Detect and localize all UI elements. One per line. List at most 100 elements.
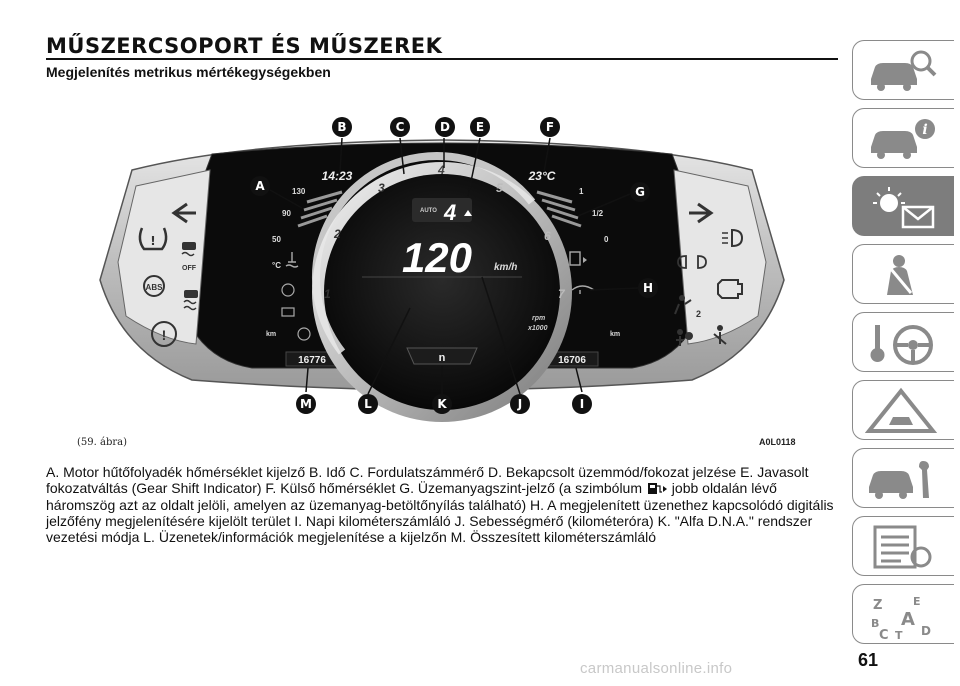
speed-readout: 120 [402, 234, 472, 281]
callout-H: H [643, 281, 653, 295]
rpm-tick-5: 5 [496, 181, 503, 195]
tab-letter-a: A [901, 609, 915, 630]
title-divider [46, 58, 838, 60]
fuel-bars [536, 190, 582, 228]
instrument-cluster-illustration: ! OFF ABS ! 2 14:2 [99, 117, 785, 422]
chapter-tab-4[interactable] [852, 244, 954, 304]
chapter-tab-9[interactable]: Z E B A C T D [852, 584, 954, 644]
car-info-icon: i [871, 119, 935, 159]
car-search-icon [871, 50, 937, 91]
dpf-display-icon [281, 307, 295, 317]
abs-label: ABS [146, 283, 164, 292]
figure-caption: (59. ábra) [77, 437, 127, 448]
svg-text:i: i [922, 122, 927, 138]
engine-check-icon [717, 279, 743, 299]
dna-mode-readout: n [439, 352, 446, 364]
car-wrench-icon [869, 461, 929, 499]
temp-tick-90: 90 [282, 209, 291, 218]
brake-warning-icon: ! [151, 321, 177, 347]
rpm-multiplier: x1000 [527, 325, 548, 332]
airbag-warning-icon [676, 329, 693, 346]
right-turn-signal-icon [689, 202, 714, 224]
seat-belt-icon [713, 325, 727, 345]
rpm-sweep-arc [311, 151, 536, 355]
gear-number: 4 [443, 200, 456, 225]
rpm-tick-4: 4 [437, 163, 445, 177]
callout-leaders [269, 137, 639, 395]
clock-readout: 14:23 [322, 169, 353, 183]
coolant-display-icon [285, 252, 299, 268]
km-unit-left: km [266, 331, 276, 338]
spec-list-icon [873, 525, 932, 569]
speed-unit: km/h [494, 262, 517, 273]
rpm-tick-1: 1 [324, 287, 331, 301]
chapter-tab-3[interactable] [852, 176, 954, 236]
fuel-tick-half: 1/2 [592, 209, 604, 218]
chapter-tab-8[interactable] [852, 516, 954, 576]
fuel-tick-full: 1 [579, 187, 584, 196]
rpm-tick-3: 3 [378, 181, 385, 195]
rpm-tick-7: 7 [558, 287, 566, 301]
seat-belt-person-icon [887, 255, 913, 295]
chapter-tab-1[interactable] [852, 40, 954, 100]
tab-letter-t: T [895, 629, 903, 639]
callout-I: I [580, 397, 584, 411]
steering-key-icon [870, 325, 933, 365]
callout-C: C [396, 120, 405, 134]
page-title: MŰSZERCSOPORT ÉS MŰSZEREK [46, 34, 443, 58]
rpm-ticks: 1 2 3 4 5 6 7 [324, 163, 566, 301]
temp-bars [297, 190, 343, 228]
callout-G: G [635, 185, 645, 199]
abs-icon: ABS [143, 275, 165, 297]
chapter-tab-5[interactable] [852, 312, 954, 372]
warning-triangle-car-icon [865, 387, 938, 433]
figure-description: A. Motor hűtőfolyadék hőmérséklet kijelz… [46, 464, 846, 545]
description-part-2: jobb oldalán lévő háromszög azt az oldal… [46, 480, 834, 546]
esc-icon [183, 290, 198, 311]
odo-trip-readout: 16706 [558, 355, 586, 366]
dna-mode-box [406, 347, 478, 365]
alphabet-index-icon: Z E B A C T D [871, 595, 931, 639]
rpm-label: rpm [532, 315, 545, 322]
gear-display-box [412, 198, 472, 222]
warning-light-mail-icon [873, 187, 935, 229]
watermark: carmanualsonline.info [580, 660, 733, 677]
esc-off-icon: OFF [181, 242, 197, 272]
fuel-pump-display-icon [569, 251, 581, 266]
chapter-tab-2[interactable]: i [852, 108, 954, 168]
km-unit-right: km [610, 331, 620, 338]
callout-E: E [476, 120, 484, 134]
svg-text:!: ! [150, 234, 155, 248]
airbag-count-label: 2 [696, 309, 701, 319]
tab-letter-z: Z [873, 598, 882, 613]
fuel-pump-inline-icon [647, 483, 667, 495]
left-turn-signal-icon [171, 202, 196, 224]
description-part-1: A. Motor hűtőfolyadék hőmérséklet kijelz… [46, 464, 809, 497]
rpm-tick-6: 6 [544, 229, 551, 243]
airbag-off-icon: 2 [674, 295, 701, 319]
fog-light-icon [677, 255, 707, 269]
chapter-tab-6[interactable] [852, 380, 954, 440]
rpm-tick-2: 2 [333, 227, 341, 241]
service-display-icon [297, 327, 311, 341]
fuel-door-arrow-icon [583, 257, 587, 263]
figure-code: A0L0118 [759, 437, 796, 447]
callout-J: J [517, 397, 522, 411]
temp-unit-label: °C [272, 261, 281, 270]
chapter-tab-7[interactable] [852, 448, 954, 508]
tab-letter-e: E [913, 595, 921, 608]
esc-off-label: OFF [182, 265, 197, 272]
coolant-temp-gauge: 130 90 50 °C [272, 187, 343, 270]
tab-letter-d: D [921, 624, 931, 638]
page-number: 61 [858, 650, 879, 670]
outside-temp-readout: 23°C [528, 169, 556, 183]
instrument-cluster-figure: ! OFF ABS ! 2 14:2 [92, 112, 792, 437]
svg-text:!: ! [162, 327, 167, 343]
fuel-gauge: 1 1/2 0 [536, 187, 609, 244]
diesel-display-icon [281, 283, 295, 297]
odo-total-readout: 16776 [298, 355, 326, 366]
chapter-tab-sidebar: i [852, 0, 960, 686]
tab-letter-c: C [879, 628, 889, 639]
temp-tick-130: 130 [292, 187, 306, 196]
callout-M: M [300, 397, 312, 411]
